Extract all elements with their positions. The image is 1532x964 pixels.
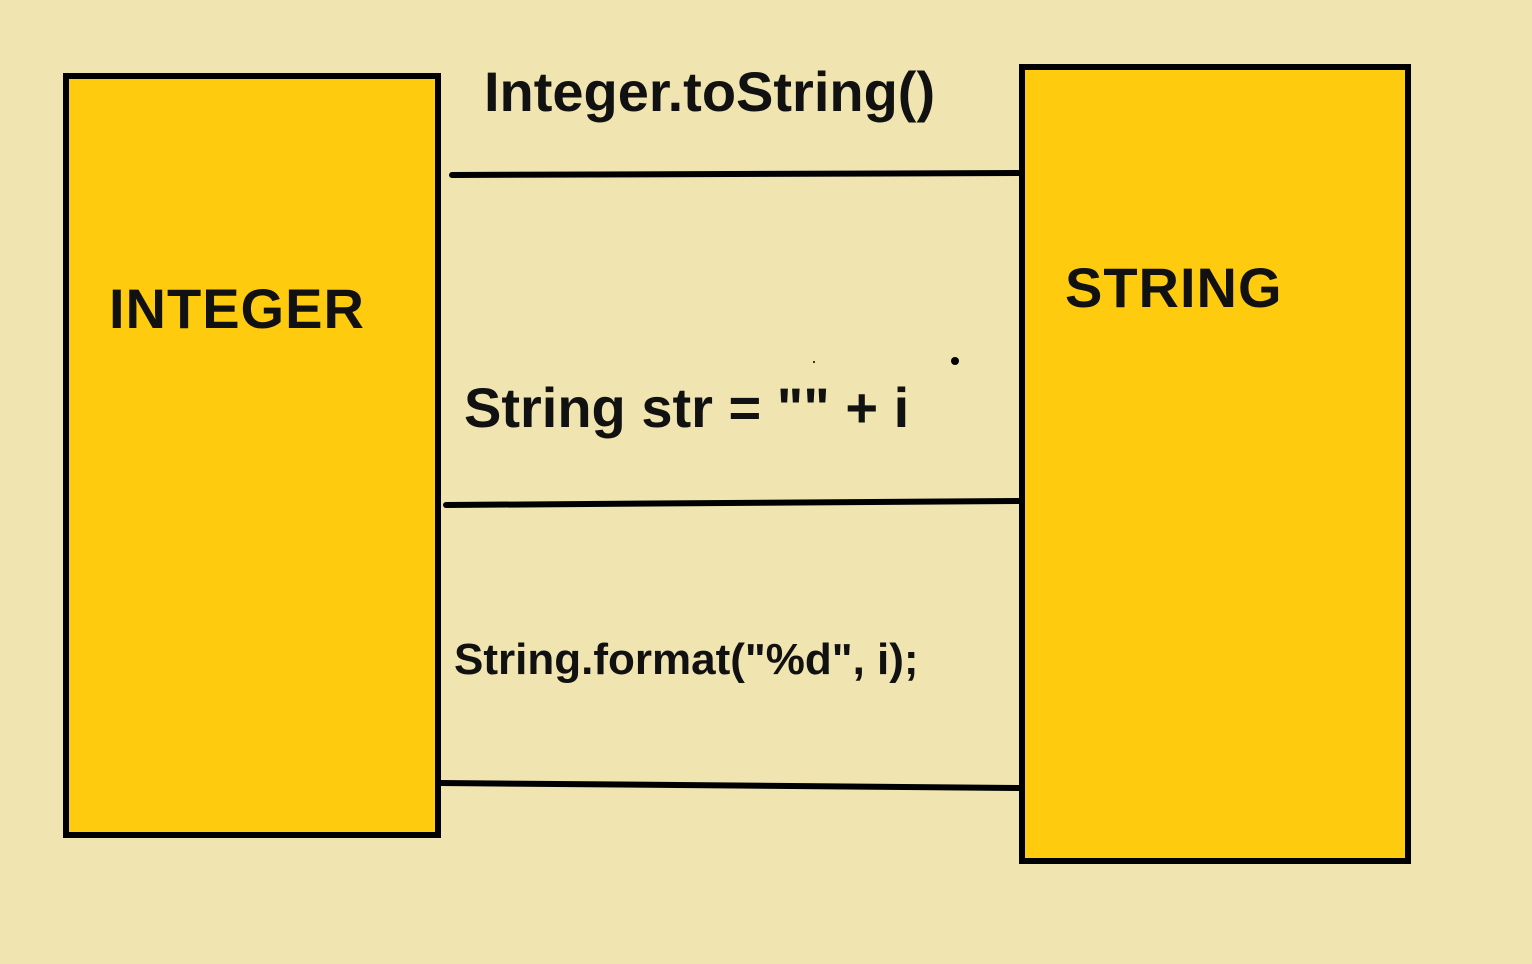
method-label-to-string: Integer.toString() bbox=[484, 60, 936, 123]
integer-box-label: INTEGER bbox=[109, 277, 365, 340]
integer-box: INTEGER bbox=[63, 73, 441, 838]
connector-line-format bbox=[437, 780, 1024, 791]
string-box: STRING bbox=[1019, 64, 1411, 864]
connector-line-concat bbox=[443, 498, 1024, 508]
stray-dot bbox=[951, 357, 959, 365]
method-label-format: String.format("%d", i); bbox=[454, 635, 919, 684]
stray-speck bbox=[813, 361, 815, 363]
method-label-concat: String str = "" + i bbox=[464, 376, 910, 439]
connector-line-to-string bbox=[449, 170, 1024, 178]
string-box-label: STRING bbox=[1065, 256, 1283, 319]
